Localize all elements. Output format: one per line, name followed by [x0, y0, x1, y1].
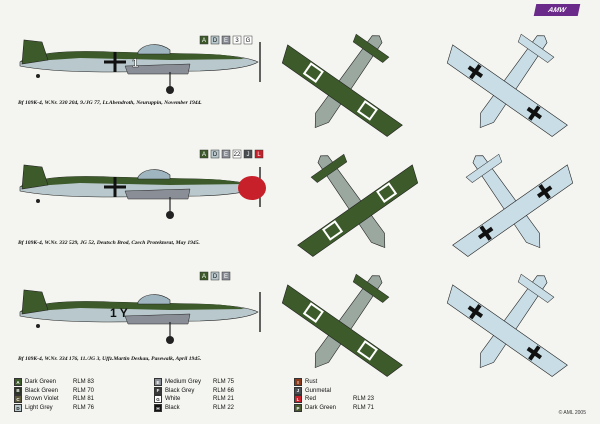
top-view-1	[256, 0, 438, 169]
legend-name: Light Grey	[25, 405, 53, 412]
legend-swatch: A	[14, 378, 22, 387]
code-label: D	[213, 274, 218, 280]
code-box	[221, 35, 231, 45]
legend-name: Dark Green	[305, 405, 337, 412]
code-label: E	[224, 38, 228, 44]
code-label: E	[224, 274, 228, 280]
legend-swatch: H	[154, 404, 162, 413]
code-box	[199, 149, 209, 159]
legend-swatch: I	[294, 378, 302, 387]
legend-name: Black Green	[25, 387, 59, 394]
code-box	[232, 149, 242, 159]
legend-code: RLM 75	[213, 379, 235, 386]
legend-code: RLM 21	[213, 396, 235, 403]
legend-name: Dark Green	[25, 379, 57, 386]
legend-code: RLM 23	[353, 396, 375, 403]
legend-swatch: B	[14, 386, 22, 395]
legend-swatch: D	[14, 404, 22, 413]
legend-code: RLM 71	[353, 405, 375, 412]
code-label: 22	[234, 152, 241, 158]
code-box	[199, 271, 209, 281]
code-label: L	[257, 152, 261, 158]
legend-name: Gunmetal	[305, 387, 332, 394]
code-box	[199, 35, 209, 45]
code-box	[210, 271, 220, 281]
legend-swatch: G	[154, 395, 162, 404]
legend-swatch: P	[294, 404, 302, 413]
code-label: J	[247, 152, 250, 158]
caption-3: Bf 109K-4, W.Nr. 334 176, 11./JG 3, Uffz…	[18, 356, 202, 362]
code-box	[243, 35, 253, 45]
legend-name: Brown Violet	[25, 396, 59, 403]
bottom-view-1	[420, 0, 600, 170]
code-label: A	[202, 38, 206, 44]
fuselage-code-1: 1	[132, 56, 139, 70]
legend-code: RLM 76	[73, 405, 95, 412]
bottom-view-2	[416, 113, 600, 290]
legend-swatch: F	[154, 386, 162, 395]
legend-code: RLM 81	[73, 396, 95, 403]
code-label: D	[213, 152, 218, 158]
legend-code: RLM 22	[213, 405, 235, 412]
code-box	[254, 149, 264, 159]
code-box	[221, 149, 231, 159]
legend-name: Rust	[305, 379, 318, 386]
top-view-2	[262, 114, 444, 289]
fuselage-code-3: 1 Y	[110, 306, 128, 320]
legend-swatch: C	[14, 395, 22, 404]
code-label: A	[202, 274, 206, 280]
code-box	[210, 35, 220, 45]
profile-1: 1	[19, 39, 261, 95]
legend-name: Medium Grey	[165, 379, 202, 386]
code-box	[210, 149, 220, 159]
legend-name: Black Grey	[165, 387, 195, 394]
legend-code: RLM 83	[73, 379, 95, 386]
legend-swatch: L	[294, 395, 302, 404]
code-label: D	[213, 38, 218, 44]
code-box	[243, 149, 253, 159]
code-label: G	[246, 38, 251, 44]
legend-code: RLM 66	[213, 387, 235, 394]
code-label: 3	[235, 38, 239, 44]
legend-name: Black	[165, 405, 180, 412]
legend-swatch: J	[294, 386, 302, 395]
legend-name: White	[165, 396, 181, 403]
profile-2	[19, 164, 266, 220]
caption-2: Bf 109K-4, W.Nr. 332 529, JG 52, Deutsch…	[18, 240, 200, 246]
code-box	[232, 35, 242, 45]
code-label: A	[202, 152, 206, 158]
code-label: E	[224, 152, 228, 158]
code-box	[221, 271, 231, 281]
caption-1: Bf 109K-4, W.Nr. 330 204, 9./JG 77, Lt.A…	[18, 100, 202, 106]
profile-3: 1 Y	[19, 289, 261, 345]
legend-name: Red	[305, 396, 317, 403]
copyright: © AML 2005	[558, 410, 586, 416]
legend-code: RLM 70	[73, 387, 95, 394]
legend-swatch: E	[154, 378, 162, 387]
